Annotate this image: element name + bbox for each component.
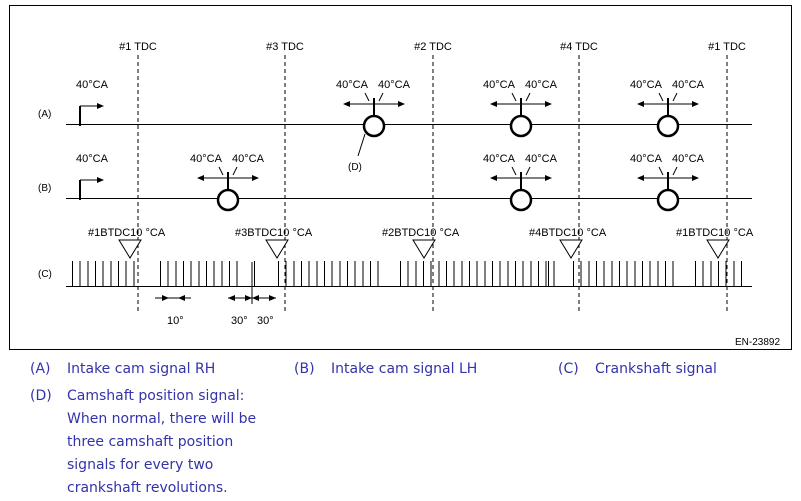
angle-label: 40°CA [76,79,109,91]
crank-reference-marker: #2BTDC10 °CA [382,227,460,259]
crank-marker-label: #1BTDC10 °CA [88,227,166,239]
dimension-30-label: 30° [257,315,274,327]
legend-code: (C) [558,361,579,377]
angle-label: 40°CA [190,153,223,165]
angle-label: 40°CA [483,79,516,91]
angle-label: 40°CA [336,79,369,91]
row-label-b: (B) [38,183,51,194]
tdc-label: #1 TDC [708,41,746,53]
dimension-30-label: 30° [231,315,248,327]
tdc-label: #4 TDC [560,41,598,53]
row-a-start-mark [79,103,104,126]
figure-frame [9,5,792,350]
crank-reference-marker: #1BTDC10 °CA [88,227,166,259]
angle-label: 40°CA [672,79,705,91]
cam-position-pulse: 40°CA 40°CA [483,79,558,138]
crank-reference-marker: #1BTDC10 °CA [676,227,754,259]
legend-text: Intake cam signal RH [67,361,216,377]
row-label-c: (C) [38,269,52,280]
angle-label: 40°CA [630,153,663,165]
crank-marker-label: #4BTDC10 °CA [529,227,607,239]
angle-label: 40°CA [630,79,663,91]
legend-text: Crankshaft signal [595,361,717,377]
crank-marker-label: #2BTDC10 °CA [382,227,460,239]
crank-reference-marker: #4BTDC10 °CA [529,227,607,259]
tdc-lines [137,55,728,312]
crank-reference-marker: #3BTDC10 °CA [235,227,313,259]
legend-text: Intake cam signal LH [331,361,478,377]
figure-id: EN-23892 [735,337,780,348]
angle-label: 40°CA [232,153,265,165]
tdc-label: #3 TDC [266,41,304,53]
legend-code: (A) [30,361,51,377]
cam-position-pulse: 40°CA 40°CA [630,79,705,138]
legend-code: (B) [294,361,315,377]
dimension-10-label: 10° [167,315,184,327]
tdc-label: #2 TDC [414,41,452,53]
legend-code: (D) [30,388,52,404]
angle-label: 40°CA [672,153,705,165]
cam-position-pulse: 40°CA 40°CA [630,153,705,212]
timing-diagram: #1 TDC #3 TDC #2 TDC #4 TDC #1 TDC (A) (… [9,5,792,350]
row-label-a: (A) [38,109,51,120]
angle-label: 40°CA [76,153,109,165]
callout-d-leader [357,133,366,157]
crank-marker-label: #3BTDC10 °CA [235,227,313,239]
callout-d: (D) [348,162,362,173]
row-b-start-mark [79,177,104,200]
tdc-label: #1 TDC [119,41,157,53]
cam-position-pulse: 40°CA 40°CA [483,153,558,212]
angle-label: 40°CA [483,153,516,165]
angle-label: 40°CA [525,79,558,91]
dimension-30 [228,262,276,304]
cam-position-pulse: 40°CA 40°CA [190,153,265,212]
crank-marker-label: #1BTDC10 °CA [676,227,754,239]
dimension-10 [155,295,191,301]
angle-label: 40°CA [378,79,411,91]
legend-text: Camshaft position signal: When normal, t… [67,388,257,496]
cam-position-pulse: 40°CA 40°CA [336,79,411,138]
angle-label: 40°CA [525,153,558,165]
